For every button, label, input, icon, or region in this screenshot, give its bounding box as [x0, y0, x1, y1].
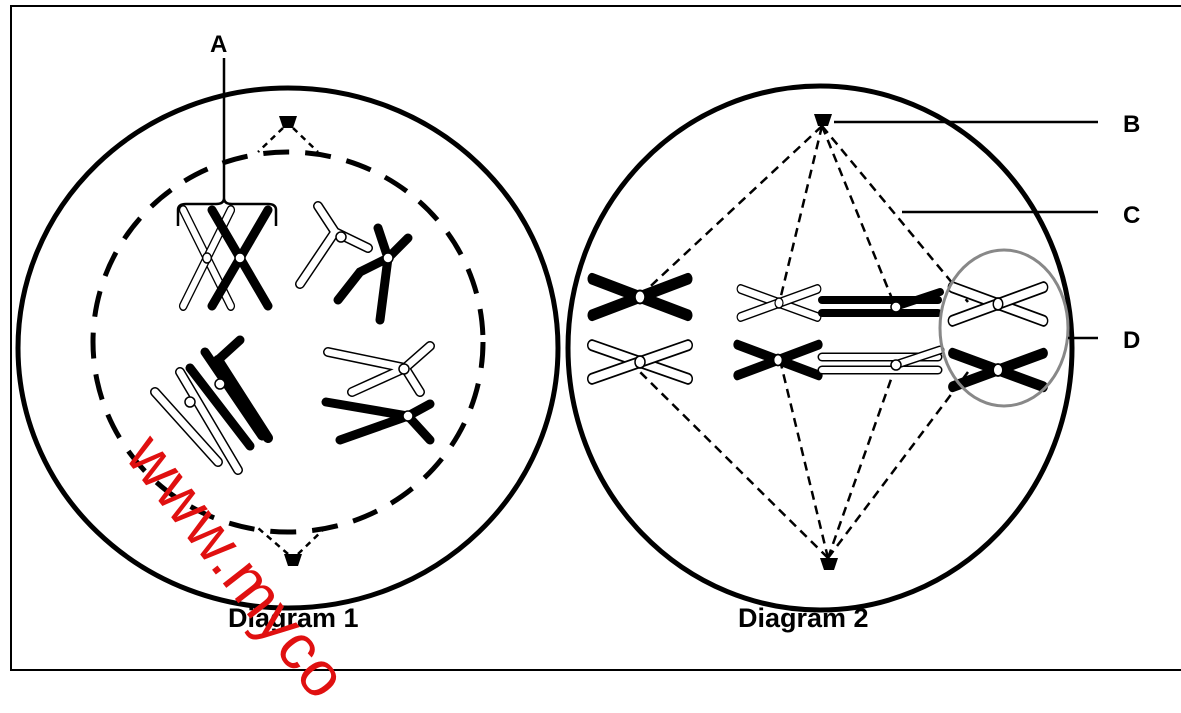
meiosis-figure: A B C D Diagram 1 Diagram 2 www.myco	[10, 5, 1181, 712]
nuclear-envelope	[90, 149, 486, 535]
centriole-top	[279, 116, 297, 128]
chromosome-parallel-black	[818, 288, 944, 317]
label-c: C	[1123, 202, 1141, 229]
spindle-fibers	[639, 125, 969, 559]
label-b: B	[1123, 111, 1141, 138]
centriole-b	[814, 114, 832, 126]
caption-diagram-1: Diagram 1	[228, 603, 359, 633]
caption-diagram-2: Diagram 2	[738, 603, 869, 633]
diagram-1	[15, 58, 561, 611]
chromosome-pair-3	[150, 335, 273, 475]
chromosome-pair-2	[295, 201, 413, 325]
label-d: D	[1123, 327, 1141, 354]
chromosome-pair-4	[321, 341, 435, 445]
figure-frame	[10, 5, 1181, 671]
diagram-canvas	[15, 58, 1098, 613]
diagram-2	[565, 83, 1098, 613]
label-a: A	[210, 31, 228, 58]
cell-membrane-2	[565, 83, 1075, 613]
chromosome-parallel-white	[817, 345, 945, 375]
highlight-circle-d	[938, 248, 1070, 408]
centriole-bottom	[284, 554, 302, 566]
chromosome-pair-a	[183, 210, 268, 306]
cell-membrane-1	[15, 85, 561, 611]
centriole-bottom-2	[820, 558, 838, 570]
